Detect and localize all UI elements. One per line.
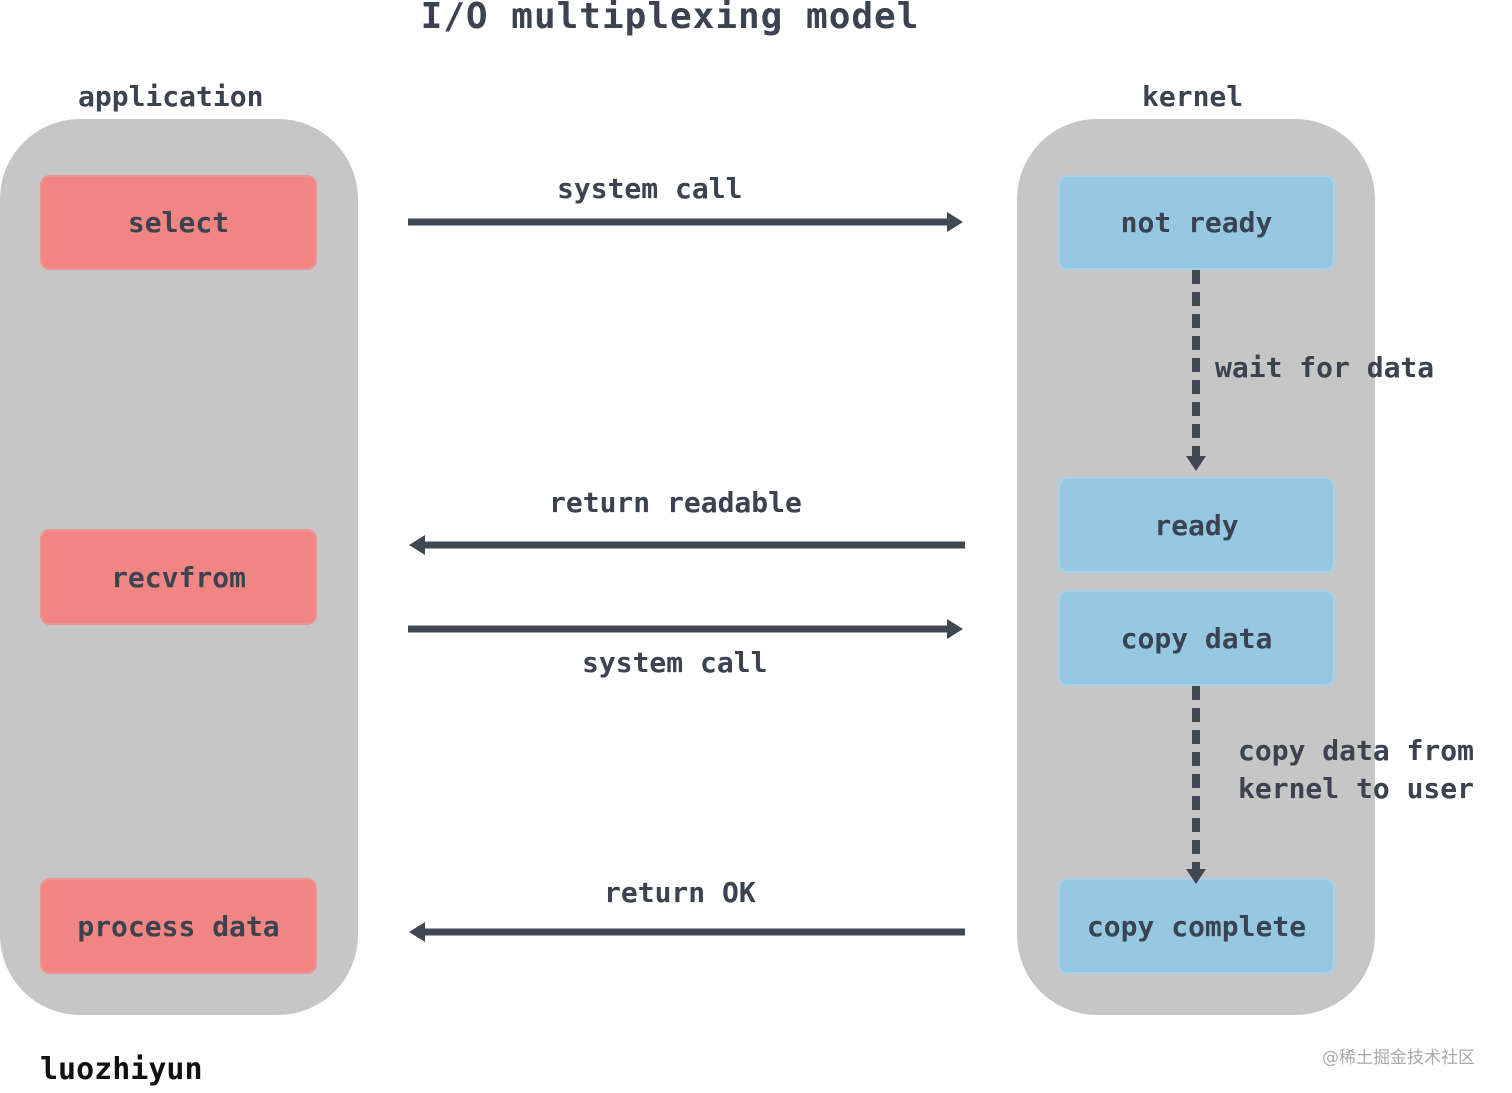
kernel-step-copy-data: copy data — [1058, 590, 1335, 686]
label-wait-for-data-line-1: wait for data — [1215, 351, 1435, 384]
label-return-ok: return OK — [604, 876, 756, 909]
label-return-readable: return readable — [549, 486, 802, 519]
label-system-call-1: system call — [557, 172, 743, 205]
label-copy-to-user-line-1: copy data from — [1238, 734, 1475, 767]
arrow-system-call-1 — [408, 212, 963, 232]
kernel-step-copy-complete: copy complete — [1058, 878, 1335, 974]
kernel-step-ready: ready — [1058, 477, 1335, 573]
app-step-recvfrom: recvfrom — [40, 529, 317, 625]
application-column-label: application — [78, 80, 264, 113]
app-step-select: select — [40, 175, 317, 270]
kernel-column-label: kernel — [1142, 80, 1244, 113]
label-copy-to-user: copy data from kernel to user — [1238, 732, 1474, 808]
label-copy-to-user-line-2: kernel to user — [1238, 772, 1475, 805]
diagram-title: I/O multiplexing model — [420, 0, 920, 37]
arrow-wait-for-data — [1186, 270, 1206, 471]
arrow-return-readable — [409, 535, 965, 555]
arrow-system-call-2 — [408, 619, 963, 639]
arrow-return-ok — [409, 922, 965, 942]
kernel-step-not-ready: not ready — [1058, 175, 1335, 270]
watermark: @稀土掘金技术社区 — [1322, 1048, 1475, 1068]
label-system-call-2: system call — [582, 646, 768, 679]
label-wait-for-data: wait for data — [1215, 349, 1434, 387]
arrow-copy-to-user — [1186, 686, 1206, 884]
app-step-process-data: process data — [40, 878, 317, 974]
author-credit: luozhiyun — [40, 1052, 203, 1087]
